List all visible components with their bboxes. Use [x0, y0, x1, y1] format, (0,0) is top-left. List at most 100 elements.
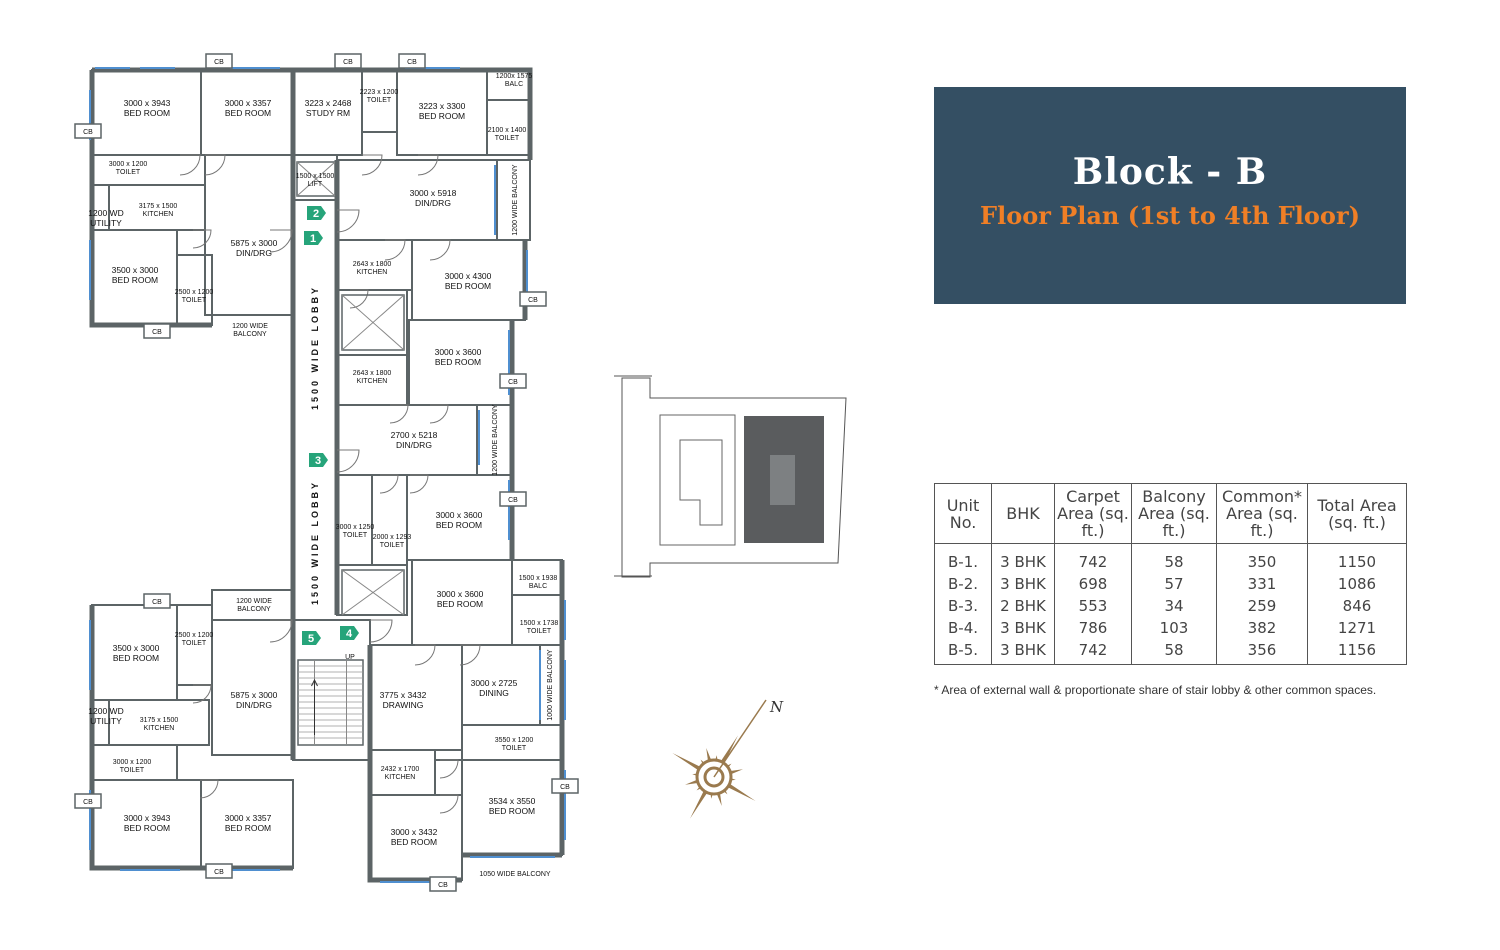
unit-tag-number: 3: [315, 455, 321, 467]
cell-carpet: 742: [1054, 639, 1132, 665]
unit-tag-3: [309, 453, 328, 467]
room-type-label: BED ROOM: [124, 823, 170, 833]
room-type-label: KITCHEN: [357, 269, 388, 276]
balcony-label: 1000 WIDE BALCONY: [547, 649, 554, 721]
balcony-name-label: 1050 WIDE BALCONY: [479, 871, 551, 878]
header-carpet: Carpet Area (sq. ft.): [1054, 483, 1132, 544]
cell-balcony: 103: [1131, 617, 1217, 639]
room-dimension-label: 2643 x 1800: [353, 261, 392, 268]
cupboard-label: CB: [343, 59, 353, 66]
table-row: B-5. 3 BHK 742 58 356 1156: [934, 639, 1407, 665]
cupboard-label: CB: [508, 497, 518, 504]
shaft-cross-0b: [341, 294, 405, 351]
door-20: [199, 779, 219, 799]
cupboard-label: CB: [214, 869, 224, 876]
room-dimension-label: 3175 x 1500: [140, 717, 179, 724]
room-wall-42: [434, 759, 463, 796]
room-dimension-label: 3223 x 3300: [419, 101, 466, 111]
unit-tag-2: [307, 206, 326, 220]
balcony-name-label: 1200 WIDE BALCONY: [512, 164, 519, 236]
room-dimension-label: 3000 x 2725: [471, 678, 518, 688]
room-type-label: KITCHEN: [385, 774, 416, 781]
balcony-label: 1050 WIDE BALCONY: [479, 871, 551, 878]
room-wall-24: [371, 474, 408, 566]
room-type-label: DIN/DRG: [415, 198, 451, 208]
cell-common: 350: [1216, 543, 1308, 573]
room-dimension-label: 3000 x 3943: [124, 813, 171, 823]
cell-carpet: 553: [1054, 595, 1132, 617]
room-type-label: BED ROOM: [436, 520, 482, 530]
cupboard-box: [334, 53, 362, 69]
room-dimension-label: 3500 x 3000: [113, 643, 160, 653]
door-7: [384, 239, 406, 261]
door-10: [389, 404, 409, 424]
walls: [89, 67, 565, 883]
room-type-label: STUDY RM: [306, 108, 350, 118]
room-dimension-label: 3000 x 1200: [109, 161, 148, 168]
cupboard-box: [74, 793, 102, 809]
door-12: [336, 449, 360, 473]
room-type-label: TOILET: [343, 532, 368, 539]
shaft-cross-2b: [296, 161, 336, 197]
room-dimension-label: 3223 x 2468: [305, 98, 352, 108]
cupboard-box: [205, 53, 233, 69]
room-type-label: BED ROOM: [112, 275, 158, 285]
cupboard-box: [519, 291, 547, 307]
unit-tag-1: [304, 231, 323, 245]
room-type-label: BED ROOM: [113, 653, 159, 663]
table-footnote: * Area of external wall & proportionate …: [934, 683, 1377, 697]
cupboard-box: [499, 491, 527, 507]
room-type-label: UTILITY: [90, 716, 122, 726]
room-dimension-label: 3000 x 3943: [124, 98, 171, 108]
block-a-outline: [659, 414, 736, 546]
cell-unit: B-2.: [934, 573, 992, 595]
room-type-label: DINING: [479, 688, 509, 698]
cupboard-label: CB: [83, 799, 93, 806]
header-unit: Unit No.: [934, 483, 992, 544]
table-header-row: Unit No. BHK Carpet Area (sq. ft.) Balco…: [934, 483, 1407, 544]
room-wall-8: [204, 154, 294, 316]
room-dimension-label: 1200 WD: [88, 706, 123, 716]
cell-carpet: 742: [1054, 543, 1132, 573]
door-16: [369, 619, 393, 643]
room-dimension-label: 3775 x 3432: [380, 690, 427, 700]
header-bhk: BHK: [991, 483, 1055, 544]
compass-needle: [713, 699, 767, 778]
lobby-label: 1500 WIDE LOBBY: [310, 480, 320, 605]
table-row: B-2. 3 BHK 698 57 331 1086: [934, 573, 1407, 595]
room-type-label: BED ROOM: [437, 599, 483, 609]
room-dimension-label: 2100 x 1400: [488, 127, 527, 134]
room-dimension-label: 1200x 1575: [496, 73, 533, 80]
room-dimension-label: 2432 x 1700: [381, 766, 420, 773]
door-13: [379, 474, 399, 494]
shaft-cross-1b: [341, 569, 405, 616]
shaft-box-1: [341, 569, 405, 616]
door-9: [349, 289, 369, 309]
room-type-label: TOILET: [120, 767, 145, 774]
cell-bhk: 3 BHK: [991, 573, 1055, 595]
lobby-label: 1500 WIDE LOBBY: [310, 285, 320, 410]
room-dimension-label: 3000 x 3600: [435, 347, 482, 357]
cell-balcony: 58: [1131, 543, 1217, 573]
door-2: [361, 154, 383, 176]
cell-bhk: 3 BHK: [991, 639, 1055, 665]
door-17: [414, 644, 436, 666]
room-dimension-label: 3000 x 4300: [445, 271, 492, 281]
room-type-label: DIN/DRG: [396, 440, 432, 450]
unit-tag-4: [340, 626, 359, 640]
unit-tag-number: 1: [310, 233, 316, 245]
room-wall-32: [211, 619, 295, 756]
room-type-label: BED ROOM: [445, 281, 491, 291]
room-dimension-label: 2500 x 1200: [175, 632, 214, 639]
cupboard-box: [551, 778, 579, 794]
cell-total: 1150: [1307, 543, 1407, 573]
header-total: Total Area (sq. ft.): [1307, 483, 1407, 544]
room-dimension-label: 1200 WD: [88, 208, 123, 218]
room-dimension-label: 3000 x 3600: [436, 510, 483, 520]
room-type-label: TOILET: [380, 542, 405, 549]
unit-tag-5: [302, 631, 321, 645]
stair-up-label: UP: [345, 654, 355, 661]
header-balcony: Balcony Area (sq. ft.): [1131, 483, 1217, 544]
